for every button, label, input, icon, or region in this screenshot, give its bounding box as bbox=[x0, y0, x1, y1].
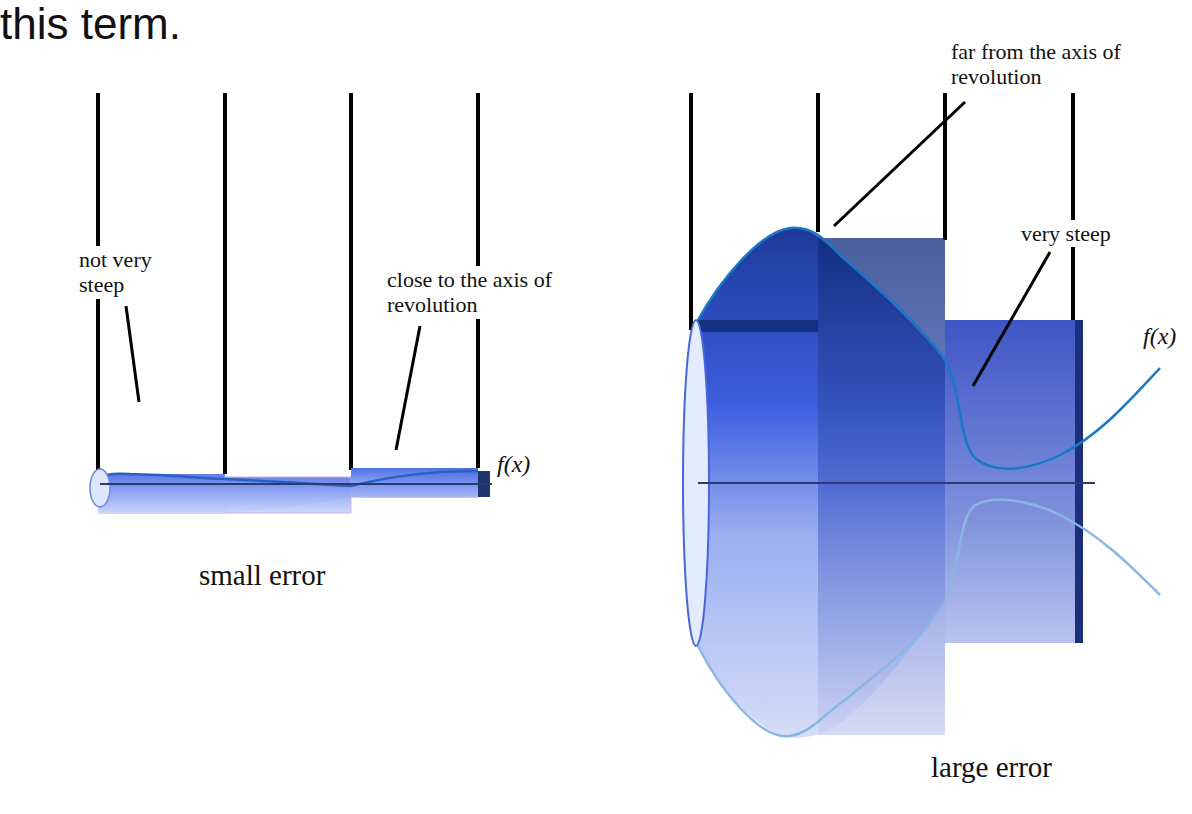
large-error-solid bbox=[683, 228, 1160, 738]
slide-heading: this term. bbox=[0, 0, 181, 48]
callout-text: far from the axis of revolution bbox=[948, 38, 1159, 91]
caption-text: large error bbox=[928, 750, 1055, 785]
callout-text: close to the axis of revolution bbox=[384, 266, 640, 319]
callout-text: not very steep bbox=[76, 246, 192, 299]
function-label: f(x) bbox=[494, 450, 533, 480]
function-label: f(x) bbox=[1140, 322, 1179, 352]
leader-lines bbox=[126, 102, 1050, 450]
callout-text: very steep bbox=[1018, 220, 1114, 247]
caption-text: small error bbox=[196, 558, 328, 593]
small-error-solid bbox=[90, 468, 492, 514]
